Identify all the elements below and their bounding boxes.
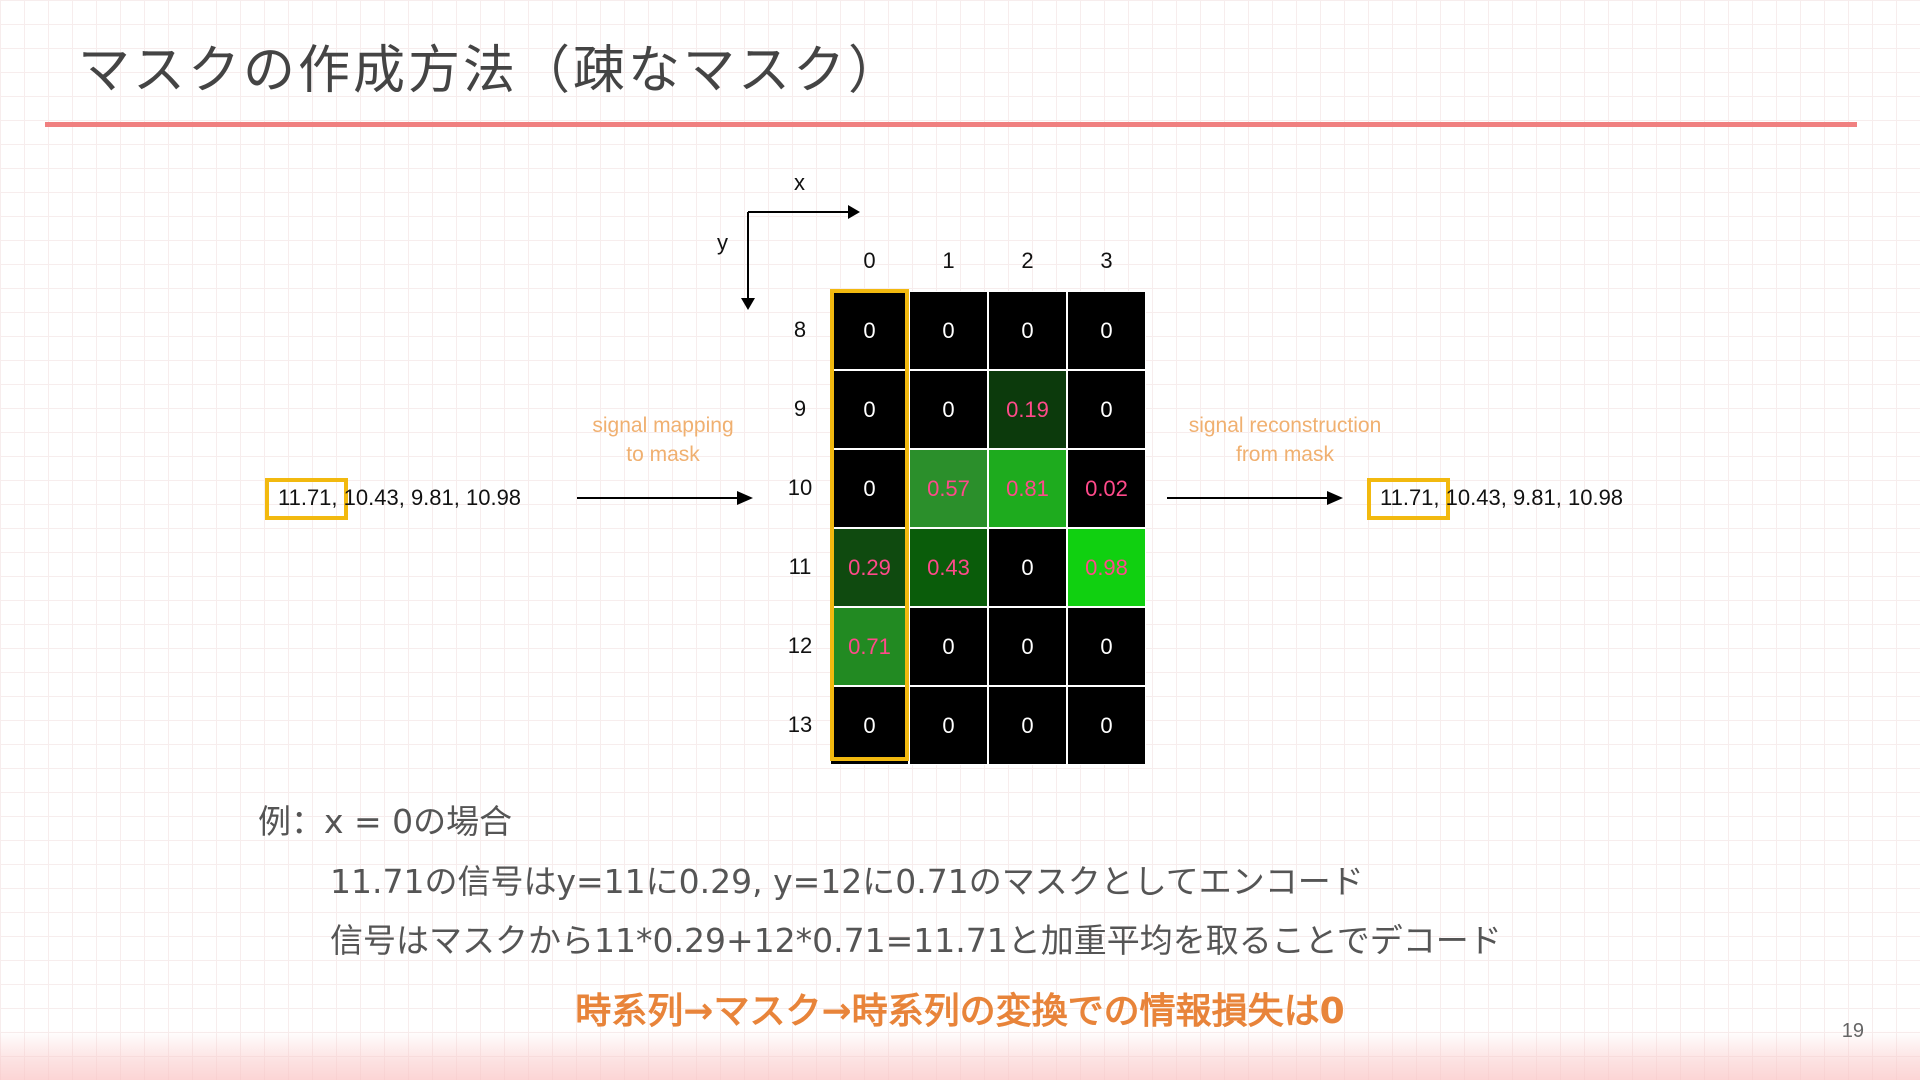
input-signal: 11.71, 10.43, 9.81, 10.98: [278, 485, 521, 511]
title-underline: [45, 122, 1857, 127]
row-label: 13: [787, 712, 813, 737]
input-signal-rest: 10.43, 9.81, 10.98: [337, 485, 522, 510]
row-label: 8: [793, 317, 807, 342]
mask-cell: 0: [830, 370, 909, 449]
x-axis-label: x: [794, 170, 805, 195]
mapping-label-left-line2: to mask: [626, 443, 700, 466]
mask-cell: 0: [988, 291, 1067, 370]
input-signal-first: 11.71,: [278, 485, 338, 510]
mask-cell: 0: [1067, 607, 1146, 686]
mask-cell: 0.71: [830, 607, 909, 686]
output-highlight-box: [1367, 478, 1450, 520]
output-signal-rest: 10.43, 9.81, 10.98: [1439, 485, 1624, 510]
mask-cell: 0: [830, 449, 909, 528]
mask-cell: 0: [988, 607, 1067, 686]
mask-cell: 0: [830, 291, 909, 370]
mask-cell: 0.19: [988, 370, 1067, 449]
mask-cell: 0: [909, 370, 988, 449]
y-axis-label: y: [717, 230, 728, 255]
mapping-arrow-right: [1167, 491, 1343, 505]
mask-cell: 0.81: [988, 449, 1067, 528]
row-label: 9: [793, 396, 807, 421]
mask-cell: 0.57: [909, 449, 988, 528]
mask-cell: 0: [909, 291, 988, 370]
column-label: 0: [863, 248, 876, 273]
row-label: 12: [787, 633, 813, 658]
mask-cell: 0: [1067, 686, 1146, 765]
conclusion-text: 時系列→マスク→時系列の変換での情報損失は0: [575, 991, 1345, 1032]
mapping-label-right-line1: signal reconstruction: [1188, 414, 1382, 437]
column-label: 3: [1100, 248, 1113, 273]
mapping-label-left: signal mapping to mask: [563, 411, 763, 469]
slide-title: マスクの作成方法（疎なマスク）: [78, 41, 904, 101]
mask-cell: 0: [909, 686, 988, 765]
mask-grid: 0 0 0 0 0 0 0.19 0 0 0.57 0.81 0.02 0.29…: [830, 291, 1146, 765]
mapping-arrow-left: [577, 491, 753, 505]
column-label: 2: [1021, 248, 1034, 273]
row-label: 11: [788, 554, 812, 579]
mask-cell: 0: [909, 607, 988, 686]
page-number: 19: [1841, 1020, 1864, 1042]
example-heading: 例：x = 0の場合: [258, 802, 513, 841]
row-label: 10: [787, 475, 813, 500]
mask-cell: 0.98: [1067, 528, 1146, 607]
output-signal-first: 11.71,: [1380, 485, 1440, 510]
mask-cell: 0.29: [830, 528, 909, 607]
axes-arrows: [741, 205, 860, 310]
mask-cell: 0: [988, 528, 1067, 607]
example-line-decode: 信号はマスクから11*0.29+12*0.71=11.71と加重平均を取ることで…: [330, 921, 1502, 960]
mask-cell: 0.02: [1067, 449, 1146, 528]
mapping-label-left-line1: signal mapping: [592, 414, 734, 437]
mask-cell: 0.43: [909, 528, 988, 607]
mask-cell: 0: [1067, 291, 1146, 370]
mask-cell: 0: [988, 686, 1067, 765]
input-highlight-box: [265, 478, 348, 520]
mask-cell: 0: [1067, 370, 1146, 449]
mask-cell: 0: [830, 686, 909, 765]
mapping-label-right: signal reconstruction from mask: [1150, 411, 1420, 469]
column-label: 1: [942, 248, 955, 273]
output-signal: 11.71, 10.43, 9.81, 10.98: [1380, 485, 1623, 511]
mapping-label-right-line2: from mask: [1235, 443, 1334, 466]
example-line-encode: 11.71の信号はy=11に0.29, y=12に0.71のマスクとしてエンコー…: [330, 862, 1364, 901]
